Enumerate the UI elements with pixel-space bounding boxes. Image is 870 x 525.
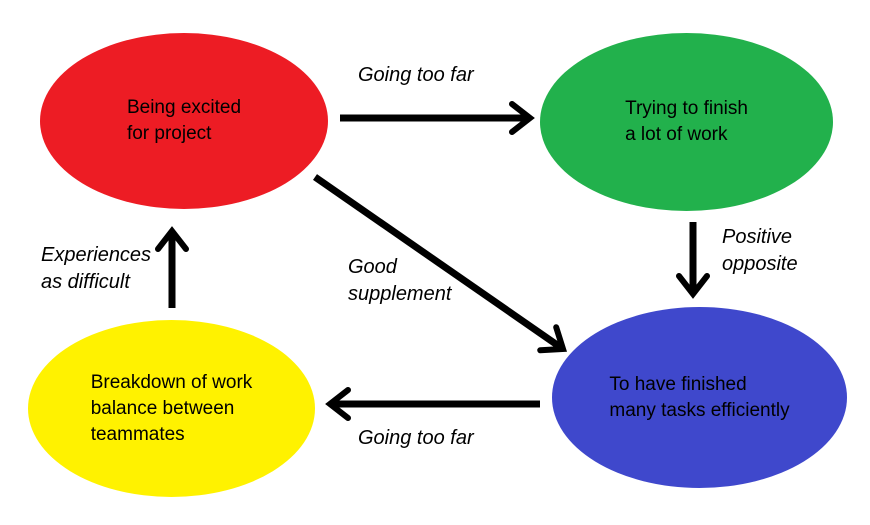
node-trying-to-finish-label: Trying to finish a lot of work (625, 98, 748, 145)
edge-label-good-supplement: Good supplement (348, 256, 452, 305)
node-being-excited: Being excited for project (40, 33, 328, 209)
edge-label-experiences-as-difficult: Experiences as difficult (41, 244, 152, 293)
node-breakdown: Breakdown of work balance between teamma… (28, 320, 315, 497)
edge-label-going-too-far-top: Going too far (358, 64, 474, 86)
node-finished-tasks: To have finished many tasks efficiently (552, 307, 847, 488)
node-finished-tasks-label: To have finished many tasks efficiently (609, 373, 790, 421)
node-being-excited-label: Being excited for project (126, 97, 242, 144)
edge-label-positive-opposite: Positive opposite (722, 226, 798, 275)
edge-label-going-too-far-bottom: Going too far (358, 427, 474, 449)
node-trying-to-finish: Trying to finish a lot of work (540, 33, 833, 211)
node-breakdown-label: Breakdown of work balance between teamma… (90, 371, 253, 445)
